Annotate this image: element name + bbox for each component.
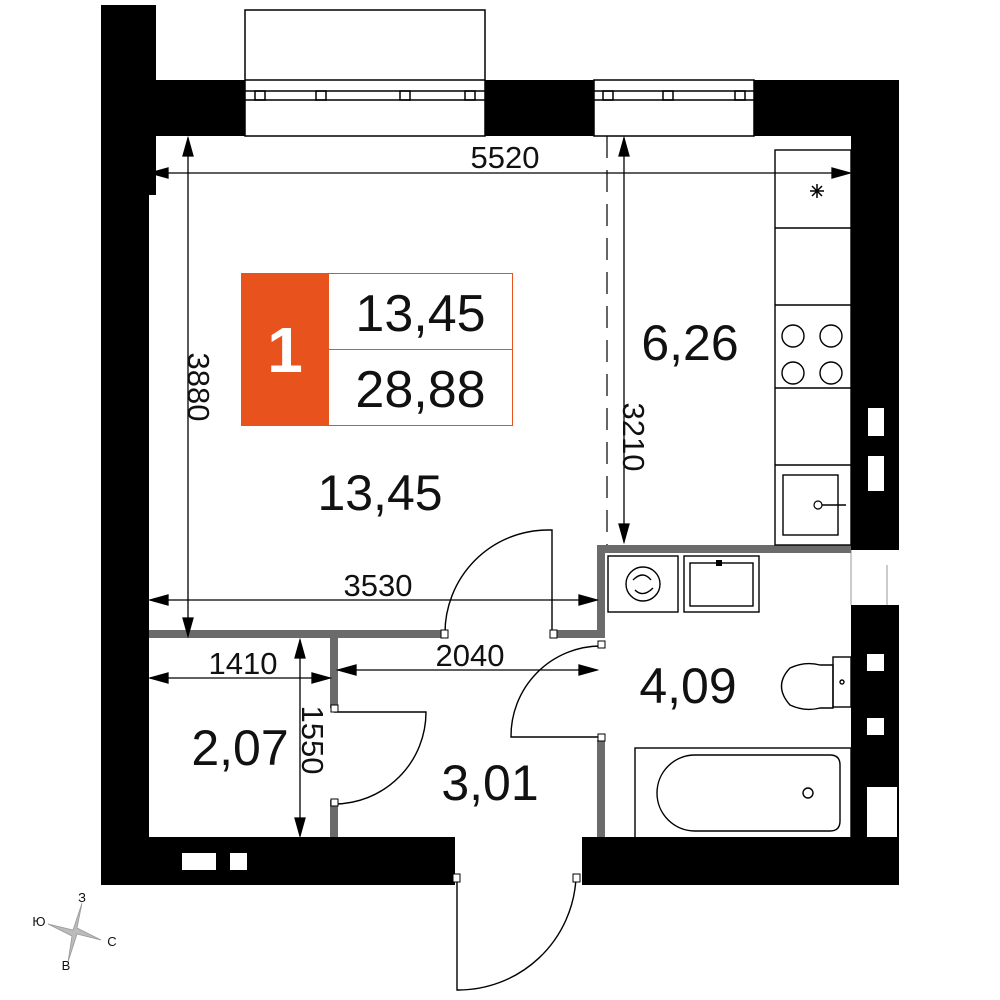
bathroom-door [510, 645, 602, 738]
wall-notches [182, 408, 897, 870]
entrance-door [456, 877, 577, 991]
window-left [244, 9, 486, 137]
bathtub-icon [634, 747, 852, 839]
partitions [149, 545, 851, 837]
wall-left [101, 195, 149, 885]
area-badge: 1 13,45 28,88 [241, 273, 514, 426]
dim-closet-height: 1550 [295, 706, 330, 775]
window-right [593, 79, 755, 137]
room-area-bathroom: 4,09 [639, 658, 736, 714]
area-values-box: 13,45 28,88 [329, 273, 513, 426]
washbasin-icon [683, 555, 760, 613]
dim-hall-width: 2040 [436, 638, 505, 673]
wall-bottom-right [582, 837, 899, 885]
room-area-hallway: 3,01 [441, 755, 538, 811]
kitchen-set [774, 149, 852, 546]
room-area-closet: 2,07 [191, 720, 288, 776]
wall-left-upper [101, 5, 156, 195]
total-area-value: 28,88 [355, 361, 486, 419]
dim-living-height: 3880 [181, 353, 216, 422]
toilet-icon [780, 662, 834, 711]
wall-top-left [156, 80, 245, 136]
rooms-count-badge: 1 [241, 273, 329, 426]
dim-living-width: 3530 [344, 568, 413, 603]
bathroom-fixtures [607, 555, 852, 839]
compass-icon: З С В Ю [32, 890, 116, 973]
fridge-icon [810, 184, 824, 198]
compass-south: В [62, 958, 71, 973]
wall-top-mid [485, 80, 594, 136]
room-area-living: 13,45 [317, 465, 442, 521]
washing-machine-icon [607, 555, 679, 613]
dim-kitchen-height: 3210 [616, 403, 651, 472]
compass-north: З [78, 890, 86, 905]
compass-east: С [107, 934, 116, 949]
wall-bottom-left [101, 837, 455, 885]
dim-top-width: 5520 [471, 140, 540, 175]
sink-drain [813, 500, 823, 510]
compass-west: Ю [32, 914, 45, 929]
doors [333, 529, 602, 991]
outer-walls [101, 5, 899, 885]
dim-closet-width: 1410 [209, 646, 278, 681]
living-door [444, 529, 553, 635]
dimension-lines [147, 135, 853, 839]
closet-door [333, 711, 427, 805]
room-area-kitchen: 6,26 [641, 315, 738, 371]
living-area-value: 13,45 [355, 285, 486, 343]
